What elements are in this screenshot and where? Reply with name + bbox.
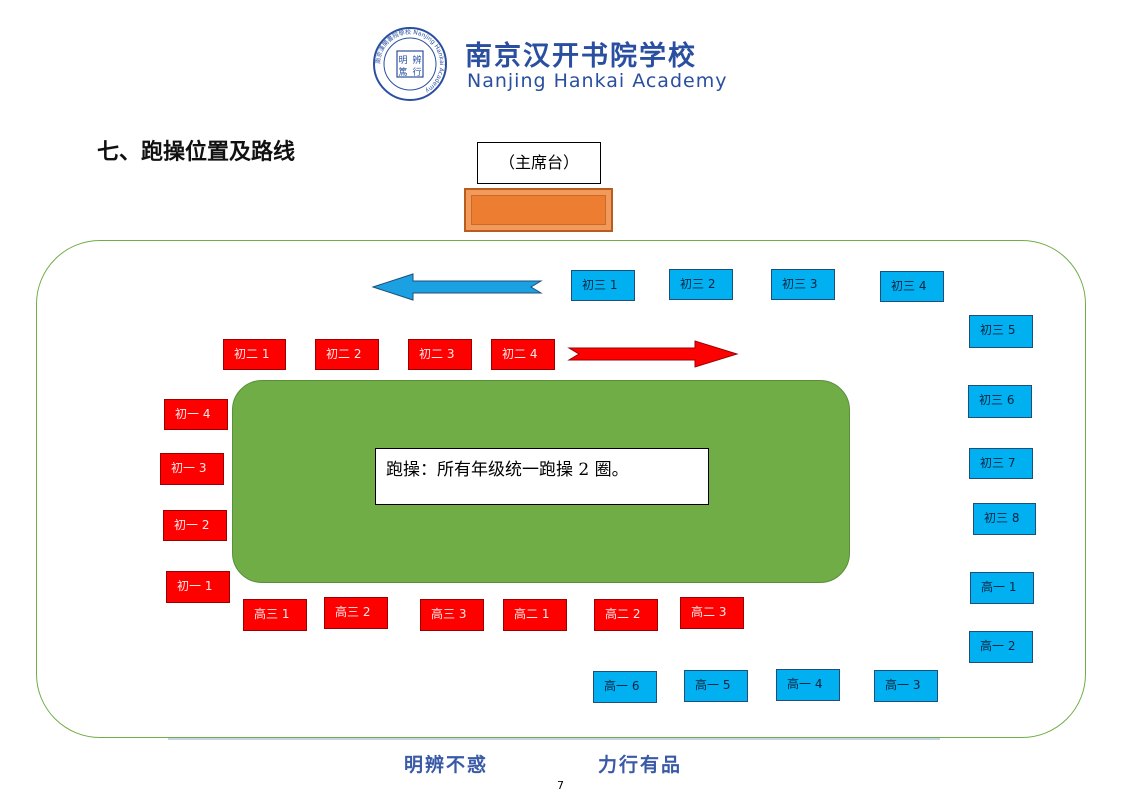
- class-gao3-3: 高三 3: [420, 599, 484, 631]
- page-number: 7: [557, 779, 564, 792]
- class-gao2-2: 高二 2: [594, 599, 658, 631]
- class-chu3-2: 初三 2: [669, 269, 733, 300]
- blue-direction-arrow: [371, 273, 543, 301]
- class-chu1-2: 初一 2: [163, 510, 227, 541]
- class-gao2-1: 高二 1: [503, 599, 567, 631]
- class-chu3-4: 初三 4: [880, 271, 944, 302]
- class-chu1-4: 初一 4: [164, 399, 228, 430]
- class-gao3-1: 高三 1: [243, 599, 307, 631]
- seal-char-1: 明: [398, 55, 407, 66]
- class-chu2-3: 初二 3: [408, 339, 472, 370]
- school-seal-logo: 明 辨 篤 行 南京漢開書院學校 Nanjing Hankai Academy: [373, 27, 447, 101]
- field-note: 跑操：所有年级统一跑操 2 圈。: [375, 448, 709, 505]
- class-gao3-2: 高三 2: [324, 597, 388, 629]
- red-direction-arrow: [567, 340, 739, 368]
- seal-char-4: 行: [412, 66, 421, 78]
- podium-label: （主席台）: [477, 142, 601, 184]
- seal-char-2: 辨: [412, 54, 421, 66]
- class-chu1-1: 初一 1: [166, 571, 230, 603]
- school-name-en: Nanjing Hankai Academy: [467, 70, 728, 92]
- class-gao1-1: 高一 1: [970, 572, 1034, 604]
- class-chu2-1: 初二 1: [223, 339, 286, 370]
- class-gao1-3: 高一 3: [874, 670, 938, 702]
- class-chu3-3: 初三 3: [771, 269, 835, 300]
- podium-block: [464, 188, 613, 232]
- class-chu2-4: 初二 4: [491, 339, 555, 370]
- section-title: 七、跑操位置及路线: [97, 139, 296, 165]
- class-gao1-6: 高一 6: [593, 671, 657, 703]
- class-chu2-2: 初二 2: [315, 339, 379, 370]
- class-chu1-3: 初一 3: [160, 453, 224, 485]
- footer-divider: [168, 738, 940, 740]
- school-name-cn: 南京汉开书院学校: [465, 41, 697, 72]
- motto-left: 明辨不惑: [404, 754, 489, 776]
- class-gao2-3: 高二 3: [680, 597, 744, 629]
- class-chu3-1: 初三 1: [571, 270, 635, 301]
- class-gao1-4: 高一 4: [776, 669, 840, 701]
- class-chu3-8: 初三 8: [973, 503, 1036, 535]
- class-gao1-2: 高一 2: [969, 631, 1033, 663]
- seal-char-3: 篤: [398, 66, 407, 78]
- class-gao1-5: 高一 5: [684, 670, 748, 702]
- motto-right: 力行有品: [598, 754, 683, 776]
- class-chu3-6: 初三 6: [968, 385, 1032, 418]
- class-chu3-5: 初三 5: [969, 315, 1033, 348]
- class-chu3-7: 初三 7: [969, 448, 1033, 479]
